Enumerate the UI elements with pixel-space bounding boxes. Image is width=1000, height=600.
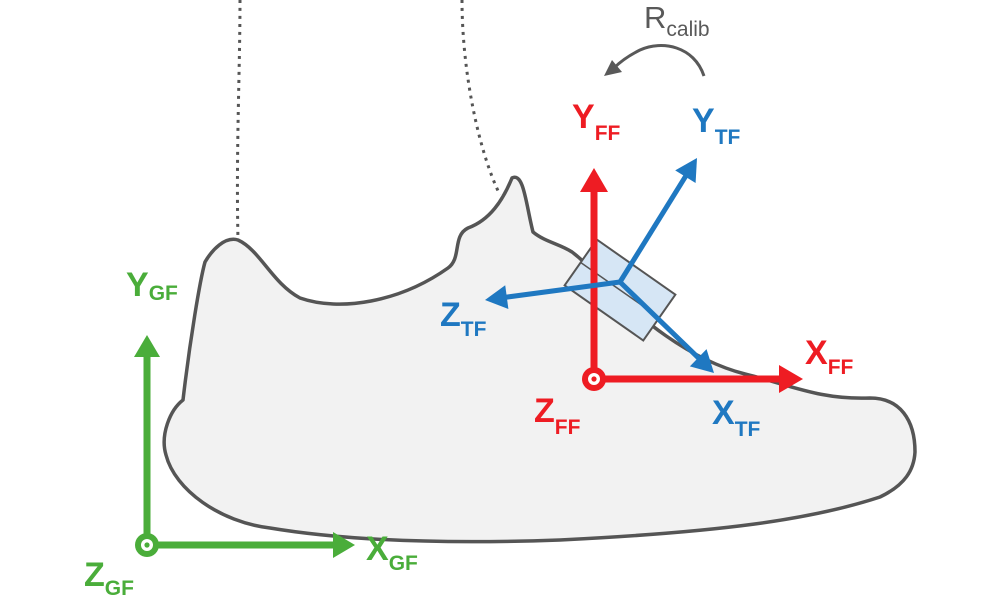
- tf-y-axis-shaft: [617, 173, 689, 284]
- tf-y-axis: [617, 158, 697, 284]
- tf-x-axis-arrowhead: [689, 349, 714, 373]
- label-r-calib: Rcalib: [644, 0, 710, 41]
- shoe-outline: [162, 175, 917, 544]
- ff-y-axis-arrowhead: [580, 168, 608, 192]
- tf-y-axis-arrowhead: [675, 158, 697, 184]
- label-z-ff: ZFF: [534, 392, 581, 439]
- label-x-tf: XTF: [712, 394, 761, 441]
- leg-outline-right: [460, 0, 502, 196]
- label-y-ff: YFF: [572, 98, 621, 145]
- label-x-ff: XFF: [805, 334, 854, 379]
- ff-x-axis-arrowhead: [779, 365, 803, 393]
- gf-z-axis-origin: [135, 533, 159, 557]
- ff-x-axis: [594, 365, 803, 393]
- rotation-calib-arrow: [604, 44, 706, 77]
- label-z-tf: ZTF: [440, 296, 487, 341]
- tf-x-axis-shaft: [618, 280, 702, 361]
- tf-x-axis: [618, 280, 714, 373]
- tf-z-axis-arrowhead: [485, 285, 509, 309]
- ff-z-axis-origin: [582, 367, 606, 391]
- label-x-gf: XGF: [366, 530, 418, 575]
- label-z-gf: ZGF: [84, 556, 134, 600]
- tf-z-axis-shaft: [504, 279, 621, 300]
- gf-y-axis: [134, 335, 160, 545]
- gf-x-axis: [147, 532, 355, 558]
- leg-outline-left: [235, 0, 242, 241]
- tf-z-axis: [485, 279, 621, 309]
- label-y-gf: YGF: [126, 266, 178, 305]
- gf-x-axis-arrowhead: [333, 532, 355, 558]
- gf-y-axis-arrowhead: [134, 335, 160, 357]
- label-y-tf: YTF: [692, 102, 741, 149]
